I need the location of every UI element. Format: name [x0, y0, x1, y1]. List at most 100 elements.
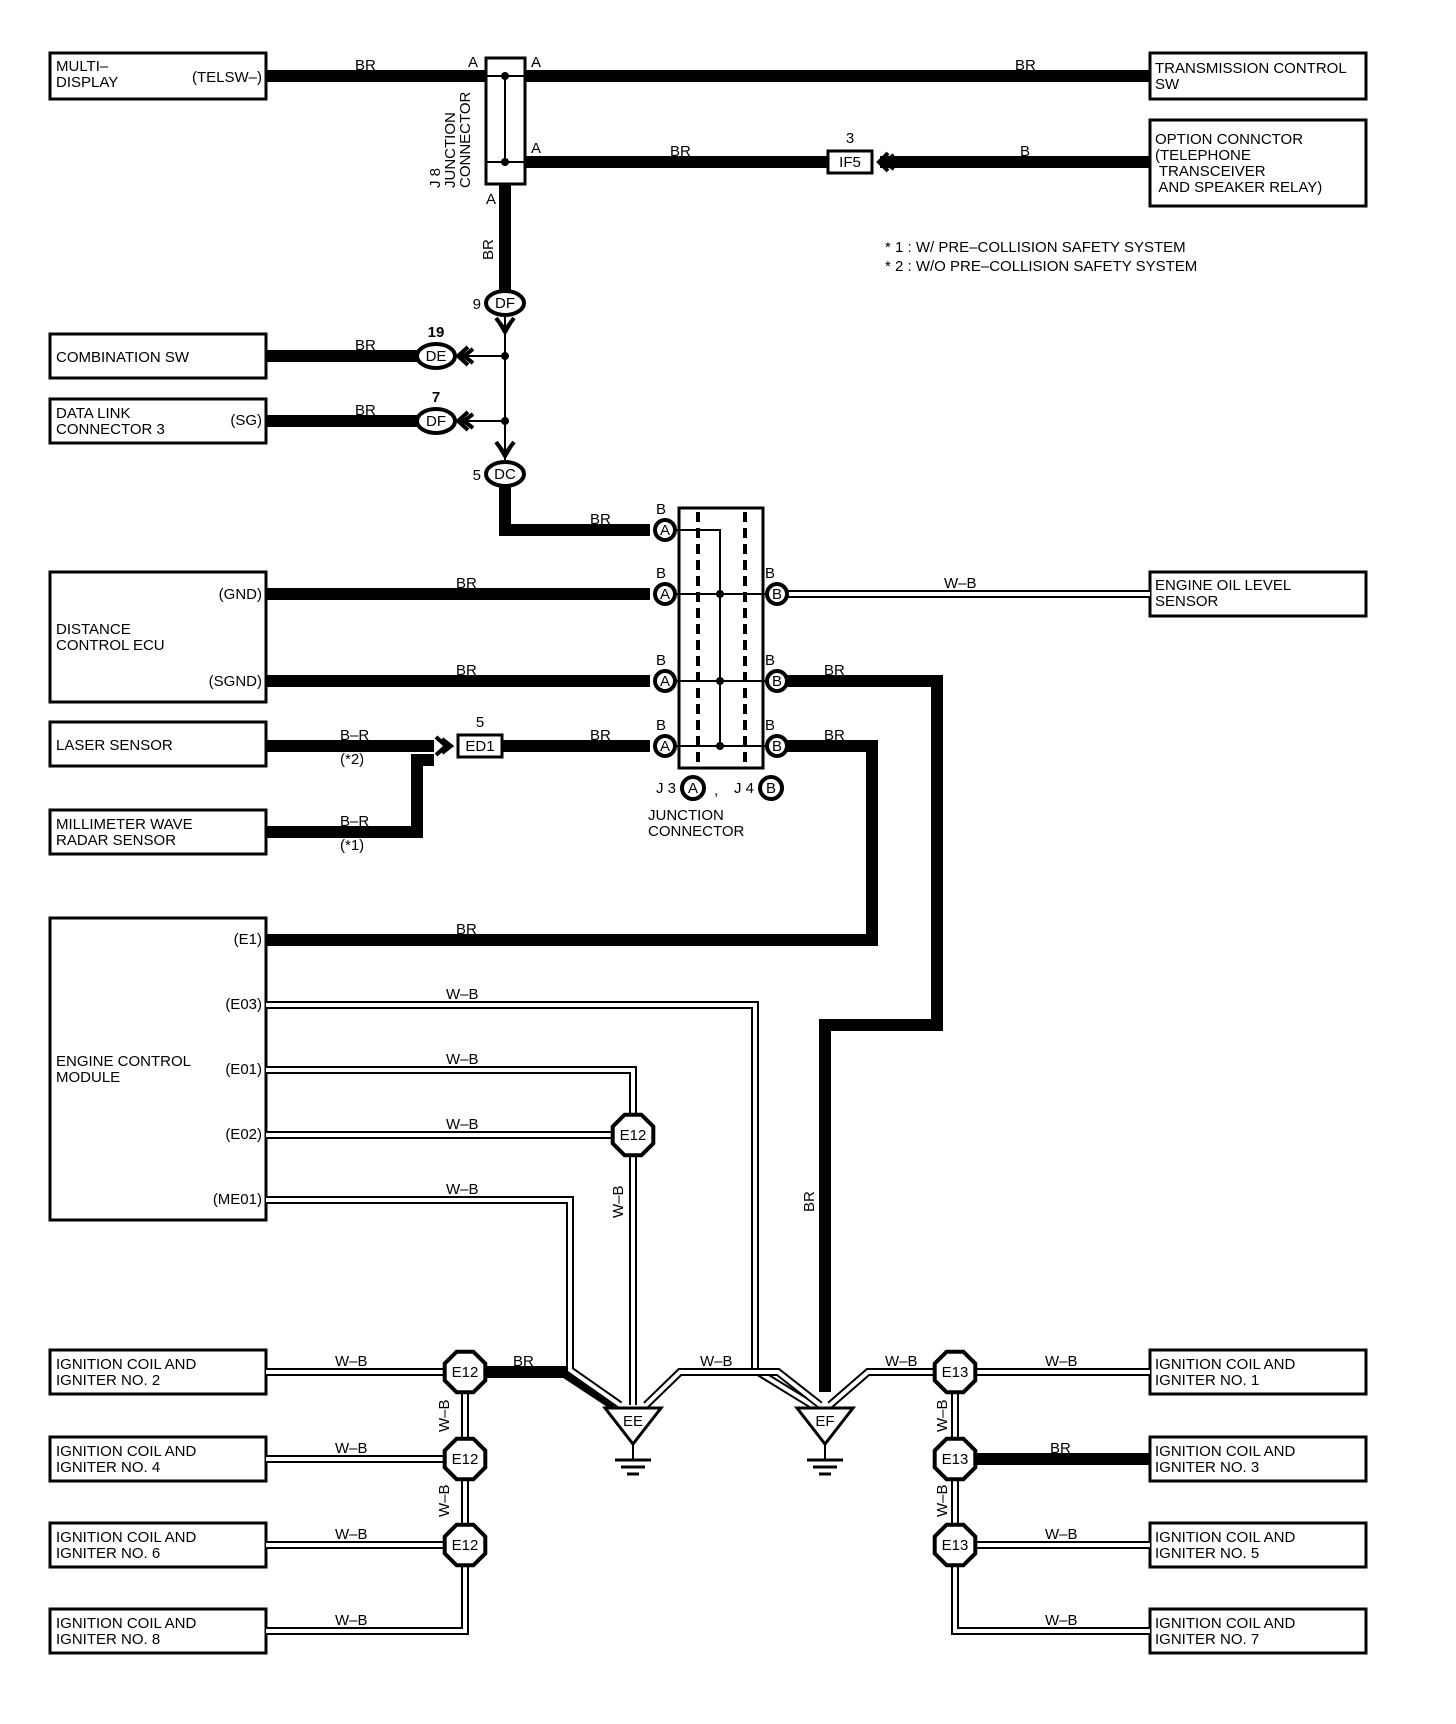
multi-display-pin: (TELSW–): [192, 69, 262, 86]
junction-pin-circle: [765, 582, 789, 606]
wire-label: W–B: [446, 1181, 479, 1198]
j3-j4-junction-connector: [667, 506, 775, 770]
junction-pin-letter: A: [660, 522, 670, 539]
wire-label: BR: [355, 402, 376, 419]
laser-sensor-label: LASER SENSOR: [56, 737, 173, 754]
ground-ee-label: EE: [623, 1413, 643, 1430]
connector-if5-pin: 3: [846, 130, 854, 147]
wire-label: BR: [801, 1191, 818, 1212]
junction-pin-circle: [653, 582, 677, 606]
wire-label: BR: [355, 57, 376, 74]
junction-pin-letter: A: [660, 738, 670, 755]
wire-label: W–B: [700, 1353, 733, 1370]
wire-label: W–B: [934, 1399, 951, 1432]
wire-label: BR: [824, 662, 845, 679]
junction-pin-circle: [765, 734, 789, 758]
wire-label: BR: [1050, 1440, 1071, 1457]
star2-note: (*2): [340, 751, 364, 768]
ground-splice-e13: [932, 1349, 978, 1395]
wire-label: W–B: [610, 1185, 627, 1218]
wire-label: W–B: [446, 1051, 479, 1068]
wire-label: W–B: [944, 575, 977, 592]
j34-pin-letter: B: [656, 652, 666, 669]
junction-pin-letter: B: [772, 673, 782, 690]
wire-label: B–R: [340, 727, 369, 744]
wire-label: BR: [1015, 57, 1036, 74]
ground-splice-label: E12: [620, 1127, 647, 1144]
ecm-pin-e03: (E03): [225, 996, 262, 1013]
wire-label: W–B: [335, 1612, 368, 1629]
junction-pin-circle: [653, 734, 677, 758]
j34-sep: ,: [714, 782, 718, 799]
connector-if5: IF5 3: [826, 130, 896, 175]
ground-splice-e13: [932, 1522, 978, 1568]
j34-pin-letter: B: [656, 501, 666, 518]
ground-ee: EE: [601, 1406, 665, 1476]
connector-ed1: ED1 5: [434, 714, 504, 759]
ground-splice-label: E13: [942, 1537, 969, 1554]
connector-df-9-code: DF: [495, 295, 515, 312]
j8-pin: A: [468, 54, 478, 71]
ecm-pin-me01: (ME01): [213, 1191, 262, 1208]
junction-pin-circle: [653, 518, 677, 542]
connector-ed1-code: ED1: [465, 738, 494, 755]
wire-label: W–B: [1045, 1353, 1078, 1370]
ground-splice-label: E12: [452, 1451, 479, 1468]
ground-splice-label: E13: [942, 1451, 969, 1468]
j34-pin-letter: B: [765, 717, 775, 734]
ecm-pin-e01: (E01): [225, 1061, 262, 1078]
combination-sw-box: COMBINATION SW: [48, 332, 268, 380]
j8-pin: A: [531, 54, 541, 71]
connector-de-19-code: DE: [426, 348, 447, 365]
j34-pin-letters: B B B B B B B: [656, 501, 775, 734]
wire-label: BR: [456, 662, 477, 679]
ground-ef-label: EF: [815, 1413, 834, 1430]
wire-label: W–B: [934, 1484, 951, 1517]
j4-legend-pin: B: [766, 780, 776, 797]
wire-label: BR: [355, 337, 376, 354]
ecm-pin-e02: (E02): [225, 1126, 262, 1143]
junction-pin-letter: B: [772, 586, 782, 603]
ground-splice-label: E12: [452, 1364, 479, 1381]
splice-df-dc: [460, 310, 509, 465]
option-connector-label: OPTION CONNCTOR(TELEPHONE TRANSCEIVER AN…: [1155, 131, 1322, 196]
note-2: * 2 : W/O PRE–COLLISION SAFETY SYSTEM: [885, 258, 1197, 275]
ecm-pin-e1: (E1): [234, 931, 262, 948]
wire-label: BR: [456, 921, 477, 938]
laser-sensor-box: LASER SENSOR: [48, 720, 268, 768]
ground-splice-e12: [610, 1112, 656, 1158]
j34-pin-letter: B: [765, 652, 775, 669]
j3-label: J 3: [656, 780, 676, 797]
ground-splice-label: E12: [452, 1537, 479, 1554]
ground-splice-e12: [442, 1349, 488, 1395]
j34-pin-letter: B: [765, 565, 775, 582]
wire-label: W–B: [446, 986, 479, 1003]
connector-de-19-pin: 19: [428, 324, 445, 341]
wire-label: W–B: [335, 1440, 368, 1457]
connector-ed1-pin: 5: [476, 714, 484, 731]
multi-display-label: MULTI–DISPLAY: [56, 58, 118, 91]
wire-label: BR: [590, 511, 611, 528]
ground-splice-e12: [442, 1522, 488, 1568]
data-link-connector-3-pin: (SG): [230, 412, 262, 429]
wire-label: BR: [480, 239, 497, 260]
wire-label: W–B: [335, 1353, 368, 1370]
connector-if5-code: IF5: [839, 154, 861, 171]
